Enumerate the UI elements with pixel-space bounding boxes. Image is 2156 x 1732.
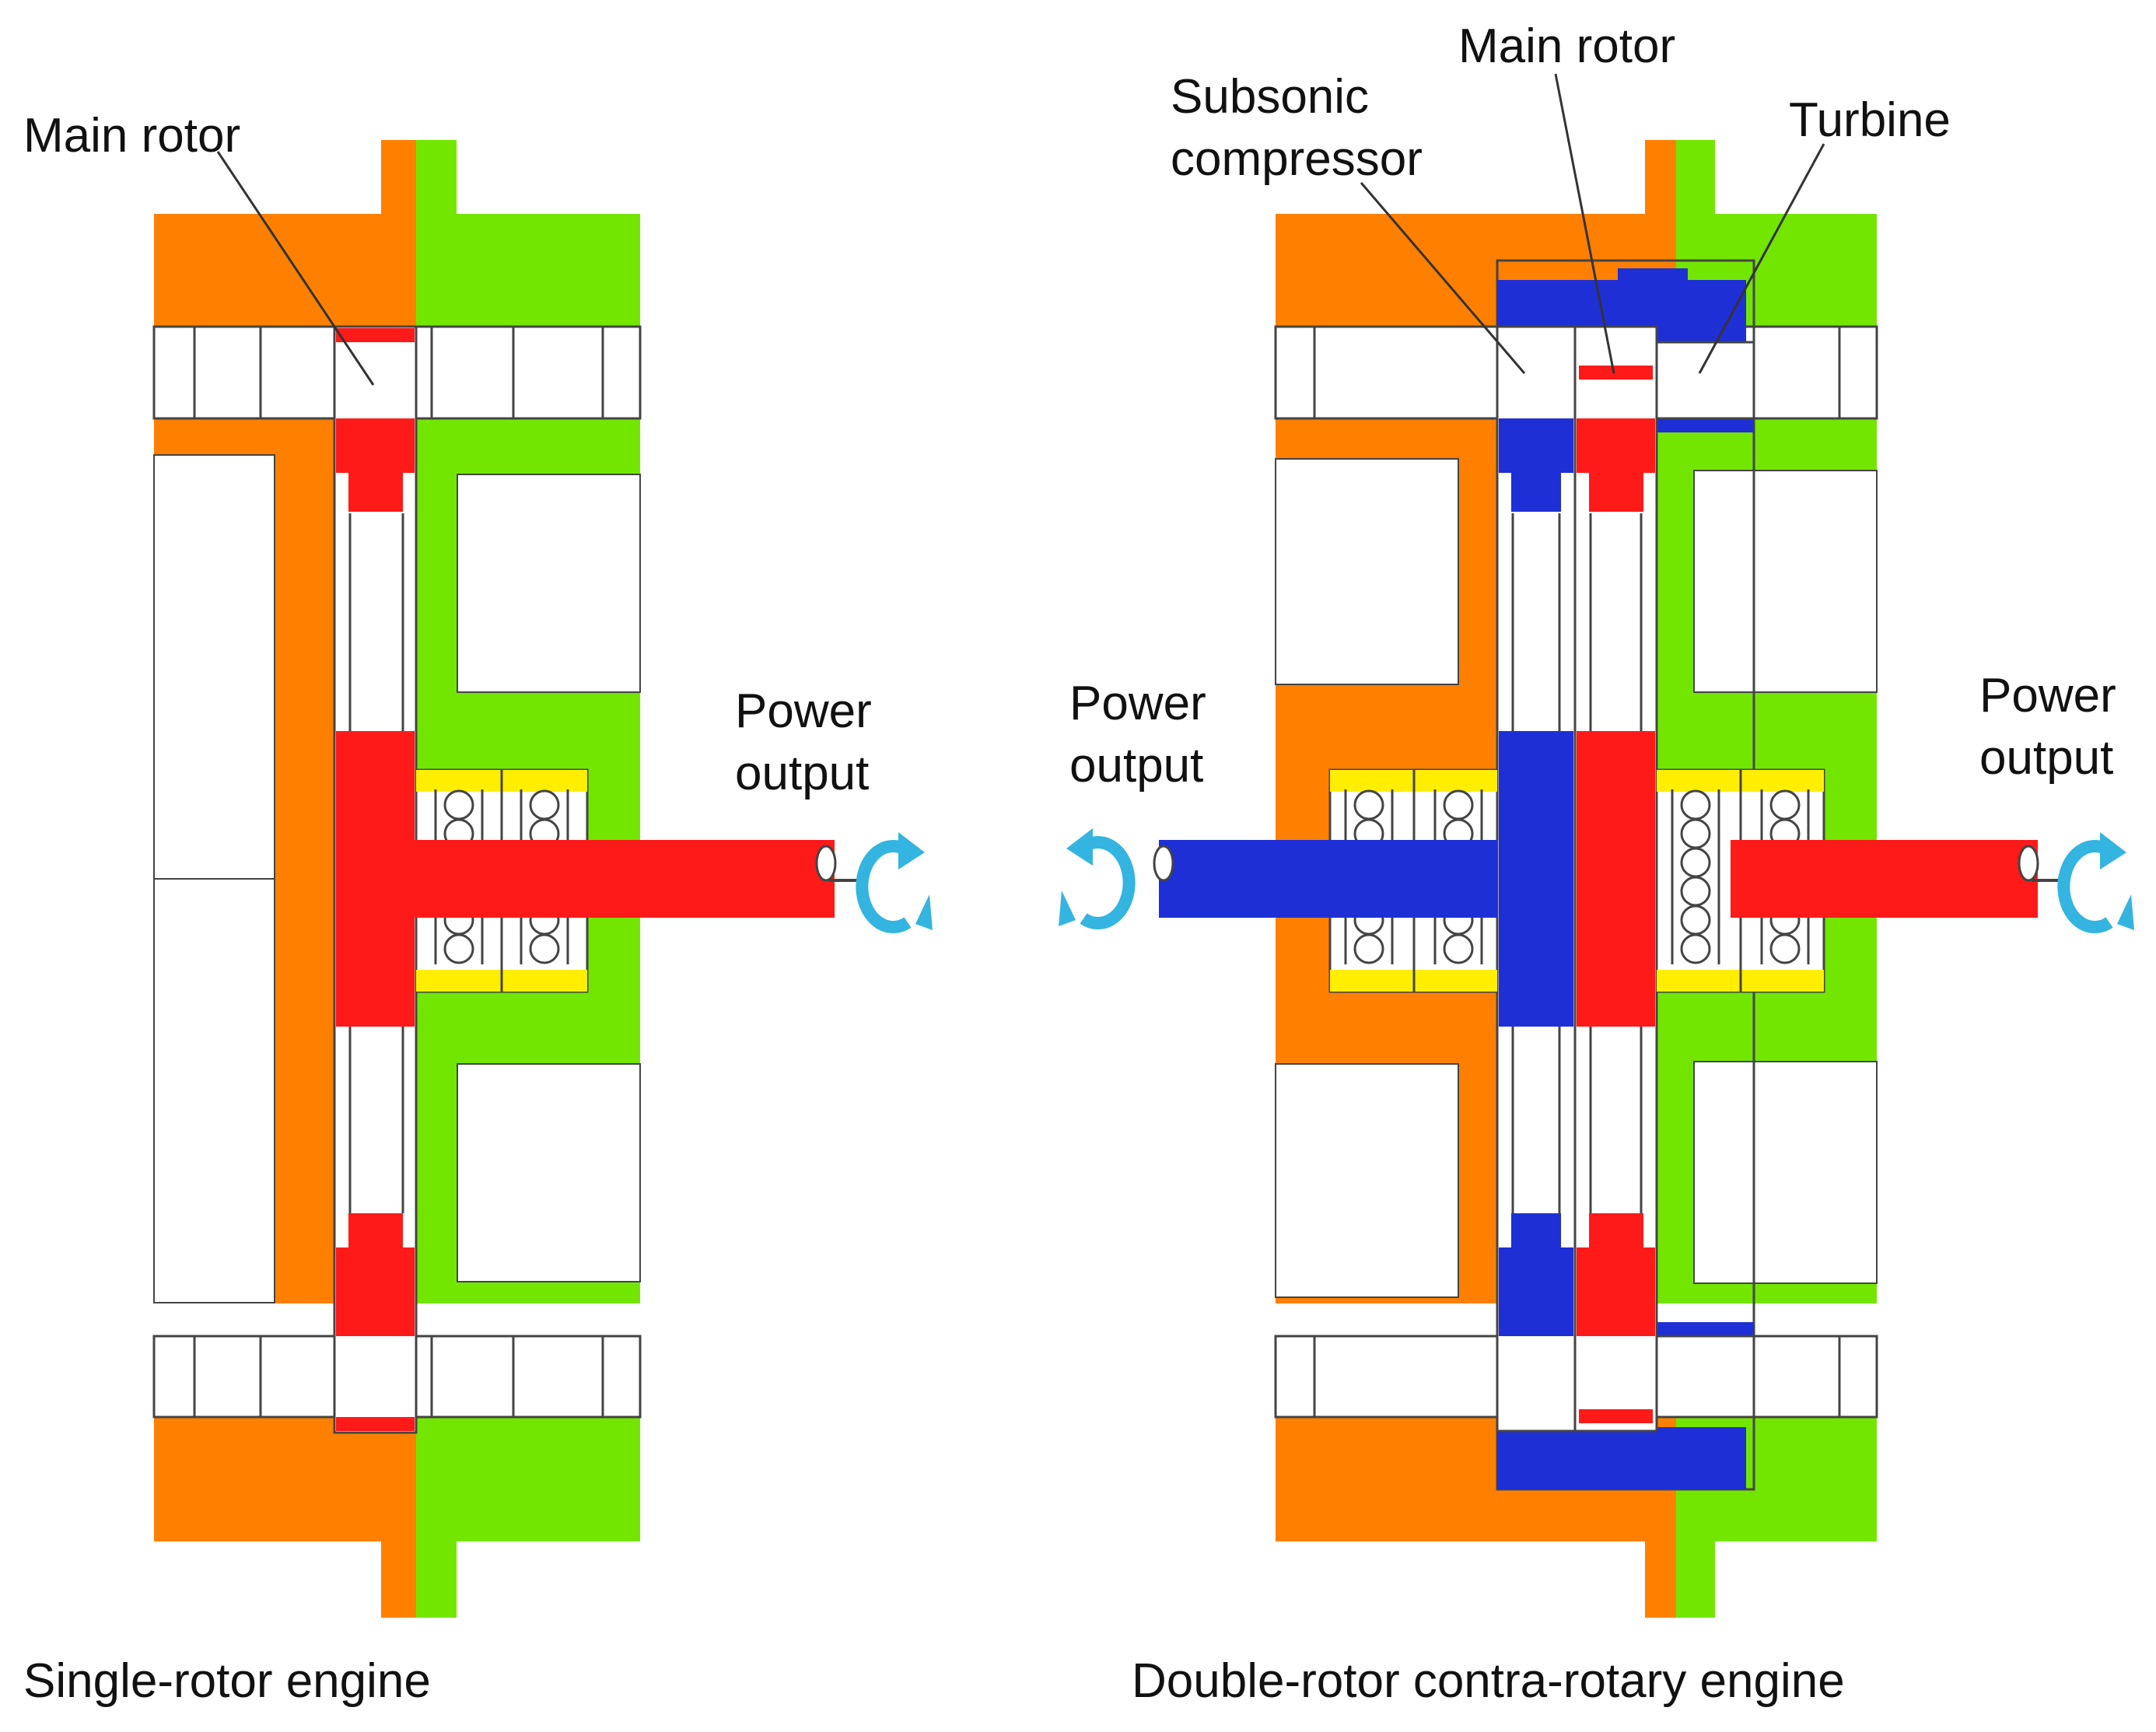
bearing-ball [443, 933, 474, 964]
rotation-arrow-icon [1059, 828, 1136, 929]
bearing-ball [1353, 933, 1384, 964]
label-turbine: Turbine [1789, 93, 1951, 147]
label-subsonic-2: compressor [1171, 132, 1423, 186]
label-power-1: Power [735, 684, 872, 738]
rotation-arrow-icon [856, 832, 933, 933]
main-rotor-right [1573, 325, 1658, 1433]
bearing-ball [1680, 818, 1711, 849]
main-rotor-leader-right [1554, 73, 1615, 374]
green-cavity-upper [1693, 470, 1878, 693]
caption-double: Double-rotor contra-rotary engine [1132, 1654, 1845, 1708]
orange-cavity-lower [1275, 1063, 1459, 1298]
subsonic-compressor-rotor [1496, 325, 1577, 1433]
orange-bottom-flange [381, 1540, 416, 1618]
label-subsonic-1: Subsonic [1171, 70, 1369, 124]
label-main-rotor: Main rotor [23, 109, 240, 163]
rotor-tip-bottom [336, 1417, 415, 1431]
bearing-ball [1769, 789, 1801, 821]
bearing-ball [529, 789, 560, 821]
rotor-tip-top [336, 328, 415, 342]
orange-top-block [154, 214, 416, 338]
bearing-ball [1680, 847, 1711, 878]
green-top-flange [1676, 140, 1715, 218]
bearing-ball [1769, 933, 1801, 964]
right-output-shaft [1731, 840, 2061, 918]
label-right-power-1: Power [1979, 669, 2116, 723]
bearing-ball [443, 789, 474, 821]
orange-bottom-flange [1645, 1540, 1676, 1618]
bearing-ball [529, 933, 560, 964]
single-rotor-engine [152, 140, 933, 1618]
bearing-ball [1680, 789, 1711, 821]
label-left-power-1: Power [1069, 677, 1206, 730]
green-bottom-flange [416, 1540, 457, 1618]
orange-cavity-upper [1275, 458, 1459, 685]
subsonic-leader [1360, 182, 1526, 374]
label-power-2: output [735, 747, 869, 800]
orange-top-flange [1645, 140, 1676, 218]
turbine-leader [1698, 143, 1825, 374]
left-output-shaft [1153, 840, 1497, 918]
double-rotor-engine [1059, 73, 2134, 1618]
orange-top-flange [381, 140, 416, 218]
label-right-power-2: output [1979, 731, 2113, 785]
green-cavity-lower [457, 1063, 641, 1282]
label-main-rotor-right: Main rotor [1458, 19, 1675, 73]
bearing-ball [1680, 904, 1711, 936]
bearing-ball [1353, 789, 1384, 821]
orange-bottom-block [154, 1417, 416, 1541]
turbine-cell [1655, 341, 1755, 420]
main-rotor [333, 325, 418, 1434]
bearing-ball [1443, 789, 1474, 821]
green-cavity-lower [1693, 1061, 1878, 1284]
green-top-flange [416, 140, 457, 218]
main-rotor-leader [216, 151, 375, 386]
green-cavity-upper [457, 474, 641, 693]
green-bottom-flange [1676, 1540, 1715, 1618]
turbine-cell-bottom [1655, 1335, 1755, 1419]
output-shaft [415, 840, 859, 918]
rotation-arrow-icon [2057, 832, 2134, 933]
caption-single: Single-rotor engine [23, 1654, 431, 1708]
green-bottom-block [416, 1417, 640, 1541]
label-left-power-2: output [1069, 739, 1203, 793]
bearing-ball [1680, 933, 1711, 964]
green-top-block [416, 214, 640, 338]
bearing-ball [1680, 876, 1711, 907]
bearing-ball [1443, 933, 1474, 964]
rotor-hub [336, 731, 415, 1027]
